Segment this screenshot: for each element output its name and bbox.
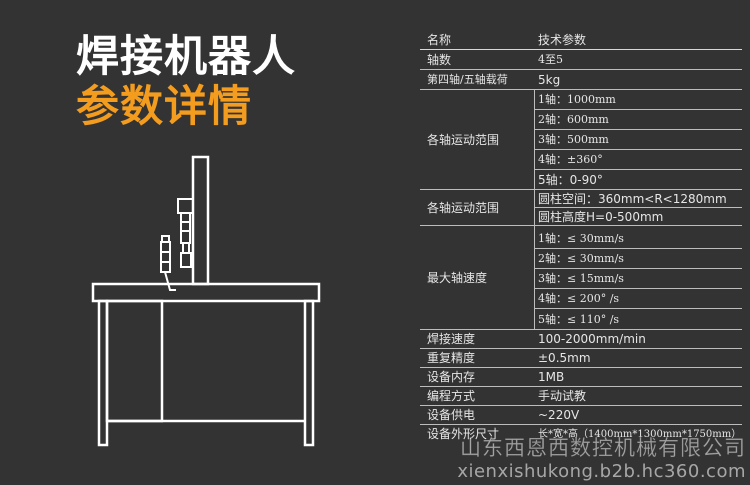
spec-subrow: 1轴：1000mm <box>534 90 742 110</box>
spec-subrow: 5轴：≤ 110° /s <box>534 309 742 330</box>
spec-label: 设备内存 <box>427 370 476 384</box>
spec-subrow: 3轴：500mm <box>534 130 742 150</box>
spec-value: 4轴：±360° <box>538 153 603 166</box>
spec-subrow: 1轴：≤ 30mm/s <box>534 228 742 249</box>
spec-label: 各轴运动范围 <box>427 201 500 215</box>
spec-value: 5轴：0-90° <box>538 173 603 187</box>
spec-row-programming: 编程方式 手动试教 <box>420 387 742 406</box>
welding-machine-illustration <box>91 155 321 447</box>
spec-label: 第四轴/五轴载荷 <box>427 73 508 86</box>
spec-label: 设备供电 <box>427 408 476 422</box>
spec-value: 5轴：≤ 110° /s <box>538 313 620 326</box>
spec-row-memory: 设备内存 1MB <box>420 368 742 387</box>
spec-subrow: 圆柱高度H=0-500mm <box>534 208 742 226</box>
machine-table-top <box>91 282 321 303</box>
spec-label: 编程方式 <box>427 389 476 403</box>
machine-cabinet <box>105 299 164 423</box>
spec-value: 1轴：1000mm <box>538 93 616 106</box>
spec-row-dimensions: 设备外形尺寸 长*宽*高（1400mm*1300mm*1750mm） <box>420 425 742 444</box>
spec-table: 名称 技术参数 轴数 4至5 第四轴/五轴载荷 5kg 各轴运动范围 1轴：10… <box>420 30 750 450</box>
spec-subrow: 4轴：±360° <box>534 150 742 170</box>
spec-value: 3轴：500mm <box>538 133 609 146</box>
machine-column <box>191 155 210 286</box>
spec-value: 手动试教 <box>538 389 587 403</box>
spec-value: 1轴：≤ 30mm/s <box>538 232 624 245</box>
spec-row-payload: 第四轴/五轴载荷 5kg <box>420 70 742 90</box>
spec-value: 2轴：600mm <box>538 113 609 126</box>
spec-row-axes: 轴数 4至5 <box>420 50 742 70</box>
spec-row-repeatability: 重复精度 ±0.5mm <box>420 349 742 368</box>
page-title: 焊接机器人 <box>76 32 296 82</box>
spec-value: 长*宽*高（1400mm*1300mm*1750mm） <box>538 429 742 440</box>
spec-subrow: 4轴：≤ 200° /s <box>534 289 742 309</box>
watermark-url: xienxishukong.b2b.hc360.com <box>457 461 746 482</box>
spec-value: 圆柱空间：360mm<R<1280mm <box>538 192 727 206</box>
spec-value: 4至5 <box>538 53 563 66</box>
spec-value: 3轴：≤ 15mm/s <box>538 272 624 285</box>
spec-value: 2轴：≤ 30mm/s <box>538 252 624 265</box>
spec-value: ~220V <box>538 408 580 422</box>
spec-table-header: 名称 技术参数 <box>420 30 742 50</box>
spec-label: 各轴运动范围 <box>427 133 500 147</box>
spec-label: 焊接速度 <box>427 332 476 346</box>
spec-row-axis-range: 各轴运动范围 1轴：1000mm 2轴：600mm 3轴：500mm 4轴：±3… <box>420 90 742 190</box>
header-value: 技术参数 <box>538 33 587 47</box>
spec-subrow: 3轴：≤ 15mm/s <box>534 269 742 289</box>
spec-value: 圆柱高度H=0-500mm <box>538 210 664 224</box>
header-name: 名称 <box>427 33 452 47</box>
spec-value: 1MB <box>538 370 565 384</box>
spec-row-cylinder-range: 各轴运动范围 圆柱空间：360mm<R<1280mm 圆柱高度H=0-500mm <box>420 190 742 226</box>
spec-subrow: 圆柱空间：360mm<R<1280mm <box>534 190 742 208</box>
spec-label: 重复精度 <box>427 351 476 365</box>
spec-subrow: 2轴：≤ 30mm/s <box>534 249 742 269</box>
spec-label: 轴数 <box>427 53 452 67</box>
spec-label: 设备外形尺寸 <box>427 427 500 441</box>
spec-row-max-speed: 最大轴速度 1轴：≤ 30mm/s 2轴：≤ 30mm/s 3轴：≤ 15mm/… <box>420 226 742 330</box>
spec-value: 100-2000mm/min <box>538 332 646 346</box>
torch-mount <box>177 198 194 214</box>
spec-subrow: 2轴：600mm <box>534 110 742 130</box>
page-subtitle: 参数详情 <box>76 82 252 132</box>
spec-label: 最大轴速度 <box>427 271 488 285</box>
spec-row-weld-speed: 焊接速度 100-2000mm/min <box>420 330 742 349</box>
spec-value: 5kg <box>538 73 561 87</box>
spec-row-power: 设备供电 ~220V <box>420 406 742 425</box>
machine-right-leg <box>303 299 315 447</box>
spec-subrow: 5轴：0-90° <box>534 170 742 190</box>
spec-value: ±0.5mm <box>538 351 591 365</box>
spec-value: 4轴：≤ 200° /s <box>538 292 620 305</box>
